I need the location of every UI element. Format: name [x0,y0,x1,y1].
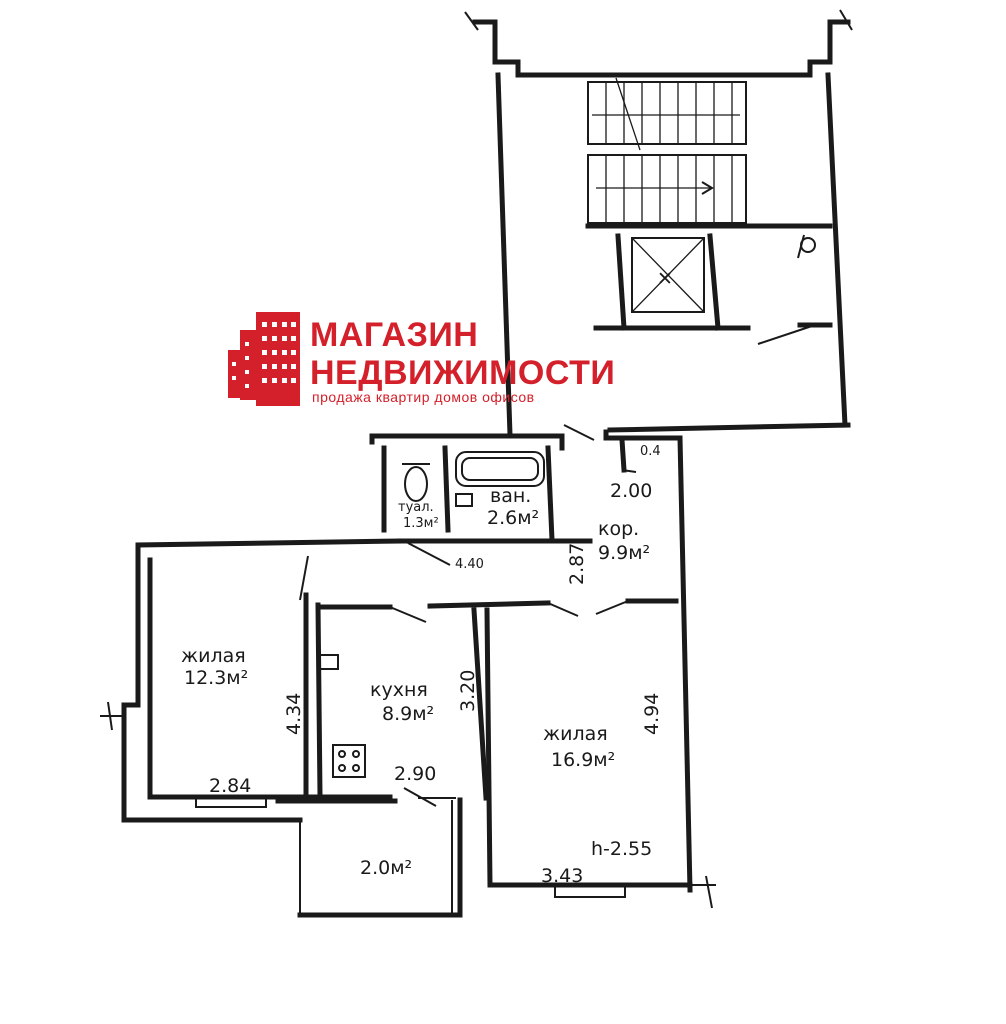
dim-small-depth: 4.34 [283,693,305,735]
dim-large-width: 3.43 [541,865,583,887]
dim-corridor-width: 2.00 [610,480,652,502]
toilet-name: туал. [398,500,434,515]
dim-corridor-length: 4.40 [455,557,484,572]
company-logo: МАГАЗИН НЕДВИЖИМОСТИ продажа квартир дом… [228,312,615,406]
corridor-name: кор. [598,518,639,540]
kitchen-area: 8.9м² [382,703,434,725]
building-icon [228,312,300,406]
logo-tagline: продажа квартир домов офисов [312,389,535,405]
closet-area: 0.4 [640,444,661,459]
room-labels: туал. 1.3м² ван. 2.6м² кор. 9.9м² жилая … [181,444,661,879]
dim-small-width: 2.84 [209,775,251,797]
bath-name: ван. [490,485,531,507]
dim-large-depth: 4.94 [641,693,663,735]
bath-area: 2.6м² [487,507,539,529]
small-room-area: 12.3м² [184,667,248,689]
ceiling-height: h-2.55 [591,838,652,860]
corridor-area: 9.9м² [598,542,650,564]
logo-line-2: НЕДВИЖИМОСТИ [310,354,615,392]
dim-kitchen-depth: 3.20 [457,670,479,712]
toilet-area: 1.3м² [403,516,439,531]
large-room-name: жилая [543,723,608,745]
dim-corridor-side: 2.87 [566,543,588,585]
apartment-walls [100,424,716,918]
small-room-name: жилая [181,645,246,667]
dimension-labels: 2.00 4.40 2.87 4.34 2.84 3.20 2.90 4.94 … [209,480,663,887]
dim-kitchen-width: 2.90 [394,763,436,785]
balcony-area: 2.0м² [360,857,412,879]
large-room-area: 16.9м² [551,749,615,771]
stairwell: ✕ [464,9,853,438]
logo-line-1: МАГАЗИН [310,316,478,354]
svg-text:✕: ✕ [657,268,673,290]
kitchen-name: кухня [370,679,428,701]
